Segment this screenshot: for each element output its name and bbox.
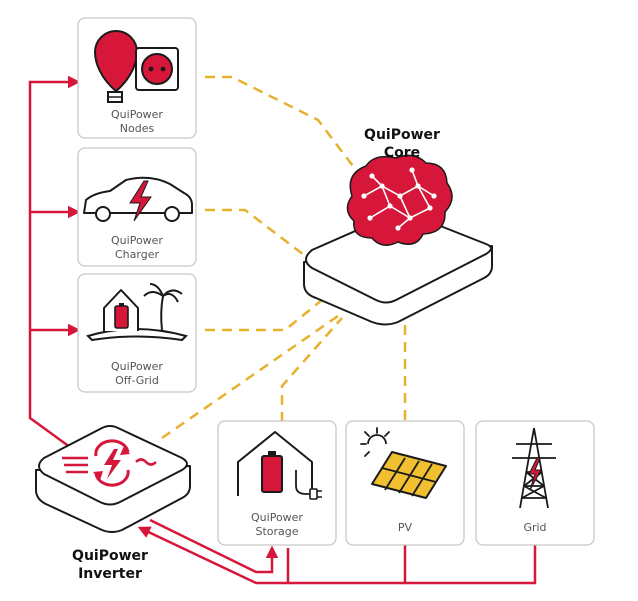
storage-card[interactable]: QuiPower Storage	[217, 420, 337, 546]
power-trunk-line	[28, 75, 81, 452]
charger-card[interactable]: QuiPower Charger	[77, 147, 197, 267]
link-offgrid-core	[205, 299, 323, 332]
storage-label-line1: QuiPower	[251, 511, 303, 524]
offgrid-label-line2: Off-Grid	[115, 374, 159, 387]
nodes-label-line2: Nodes	[120, 122, 155, 135]
power-socket-icon	[135, 47, 179, 91]
house-battery-icon	[237, 431, 322, 500]
inverter-title-line1: QuiPower	[72, 548, 148, 564]
brain-circuit-icon	[346, 154, 453, 246]
offgrid-card[interactable]: QuiPower Off-Grid	[77, 273, 197, 393]
inverter-device[interactable]	[35, 425, 191, 533]
light-bulb-icon	[93, 30, 139, 103]
pylon-icon	[512, 427, 556, 509]
inverter-title-line2: Inverter	[78, 566, 142, 582]
charger-label-line1: QuiPower	[111, 234, 163, 247]
power-cycle-icon	[62, 439, 157, 487]
power-line-inverter-storage	[149, 518, 279, 574]
solar-panel-icon	[360, 427, 447, 499]
core-links	[161, 75, 407, 440]
grid-card[interactable]: Grid	[475, 420, 595, 546]
pv-card[interactable]: PV	[345, 420, 465, 546]
link-nodes-core	[205, 75, 363, 179]
nodes-label-line1: QuiPower	[111, 108, 163, 121]
electric-car-icon	[83, 176, 193, 222]
power-lines	[28, 75, 537, 585]
storage-label-line2: Storage	[255, 525, 298, 538]
core-device[interactable]	[303, 154, 493, 326]
power-line-storage-inverter	[137, 526, 290, 585]
link-charger-core	[205, 208, 309, 259]
link-inverter-core	[161, 314, 339, 440]
nodes-card[interactable]: QuiPower Nodes	[77, 17, 197, 139]
island-house-icon	[86, 283, 188, 342]
power-line-grid	[405, 538, 537, 585]
charger-label-line2: Charger	[115, 248, 159, 261]
offgrid-label-line1: QuiPower	[111, 360, 163, 373]
link-storage-core	[280, 317, 343, 422]
grid-label: Grid	[523, 521, 546, 534]
pv-label: PV	[398, 521, 413, 534]
core-title-line1: QuiPower	[364, 127, 440, 143]
core-title-line2: Core	[384, 145, 420, 161]
